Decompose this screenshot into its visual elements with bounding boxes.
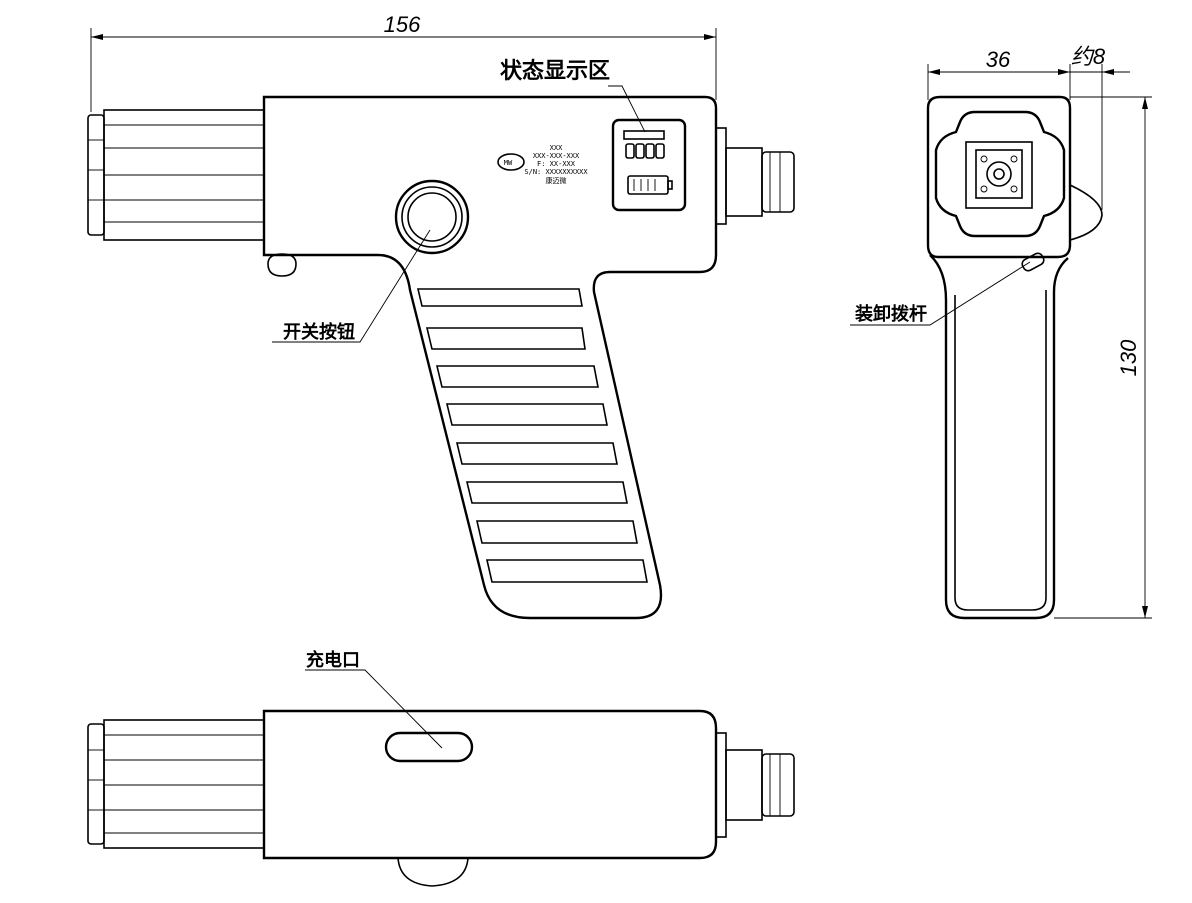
front-handle-outline	[929, 254, 1069, 620]
top-front-connector	[715, 732, 795, 838]
nameplate: MW XXX XXX-XXX-XXX F: XX-XXX S/N: XXXXXX…	[497, 144, 588, 185]
socket-cross	[934, 110, 1066, 238]
dimension-height-value: 130	[1116, 339, 1141, 376]
release-lever-front[interactable]	[1020, 252, 1045, 273]
nameplate-line5: 康迈微	[546, 176, 567, 185]
dimension-height: 130	[1054, 96, 1152, 619]
rear-cap	[87, 114, 105, 236]
power-button[interactable]	[394, 179, 470, 255]
charging-port[interactable]	[384, 731, 474, 763]
nameplate-line2: XXX-XXX-XXX	[533, 152, 580, 160]
grip-slots	[416, 288, 648, 583]
side-view: MW XXX XXX-XXX-XXX F: XX-XXX S/N: XXXXXX…	[87, 58, 795, 620]
top-rear-cap	[87, 723, 105, 845]
nameplate-line4: S/N: XXXXXXXXXX	[524, 168, 588, 176]
dimension-width: 36	[927, 47, 1071, 100]
dimension-protrusion: 约8	[1070, 44, 1130, 210]
charging-port-label: 充电口	[306, 649, 360, 671]
release-lever-label: 装卸拨杆	[855, 303, 927, 325]
dimension-length-value: 156	[384, 12, 421, 37]
svg-text:MW: MW	[504, 159, 513, 167]
top-view: 充电口	[87, 649, 795, 887]
power-button-label: 开关按钮	[283, 321, 355, 343]
nameplate-line3: F: XX-XXX	[537, 160, 576, 168]
status-display-panel	[611, 118, 687, 212]
front-connector	[715, 127, 795, 225]
status-display-label: 状态显示区	[500, 58, 610, 84]
top-rear-tube	[103, 719, 265, 849]
main-body-outline	[262, 95, 718, 620]
rear-tube	[103, 109, 265, 241]
dimension-width-value: 36	[986, 47, 1011, 72]
release-lever-side[interactable]	[267, 253, 297, 277]
dimension-protrusion-value: 约8	[1071, 44, 1106, 69]
front-view: 装卸拨杆	[850, 95, 1103, 620]
front-head-outline	[926, 95, 1072, 259]
battery-icon	[627, 175, 673, 195]
top-body-outline	[262, 709, 718, 860]
brand-logo-icon	[497, 153, 525, 171]
dimension-length: 156	[90, 12, 717, 112]
nameplate-line1: XXX	[550, 144, 563, 152]
